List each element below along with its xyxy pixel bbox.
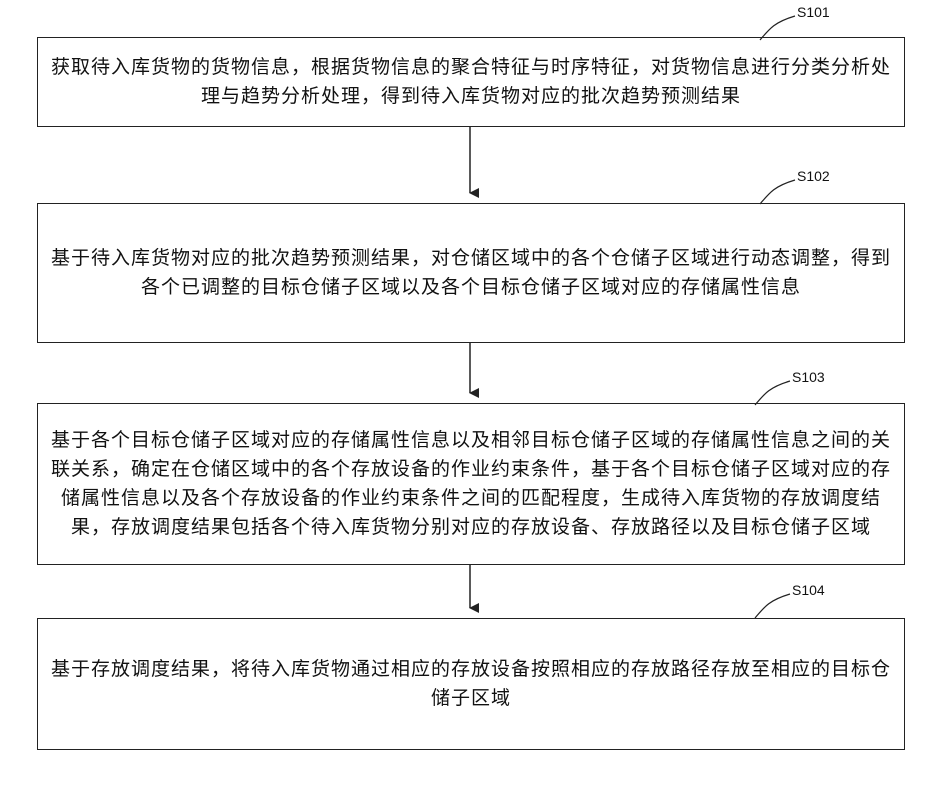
step-text-s103: 基于各个目标仓储子区域对应的存储属性信息以及相邻目标仓储子区域的存储属性信息之间… <box>48 426 894 542</box>
step-label-s104: S104 <box>792 582 825 598</box>
step-label-s103: S103 <box>792 369 825 385</box>
step-box-s102: 基于待入库货物对应的批次趋势预测结果，对仓储区域中的各个仓储子区域进行动态调整，… <box>37 203 905 343</box>
step-text-s101: 获取待入库货物的货物信息，根据货物信息的聚合特征与时序特征，对货物信息进行分类分… <box>48 53 894 111</box>
step-label-s102: S102 <box>797 168 830 184</box>
step-box-s101: 获取待入库货物的货物信息，根据货物信息的聚合特征与时序特征，对货物信息进行分类分… <box>37 37 905 127</box>
step-box-s104: 基于存放调度结果，将待入库货物通过相应的存放设备按照相应的存放路径存放至相应的目… <box>37 618 905 750</box>
step-text-s104: 基于存放调度结果，将待入库货物通过相应的存放设备按照相应的存放路径存放至相应的目… <box>48 655 894 713</box>
step-label-s101: S101 <box>797 4 830 20</box>
leader-s103 <box>755 381 790 405</box>
leader-s102 <box>760 180 795 204</box>
step-box-s103: 基于各个目标仓储子区域对应的存储属性信息以及相邻目标仓储子区域的存储属性信息之间… <box>37 403 905 565</box>
leader-s104 <box>755 594 790 618</box>
step-text-s102: 基于待入库货物对应的批次趋势预测结果，对仓储区域中的各个仓储子区域进行动态调整，… <box>48 244 894 302</box>
